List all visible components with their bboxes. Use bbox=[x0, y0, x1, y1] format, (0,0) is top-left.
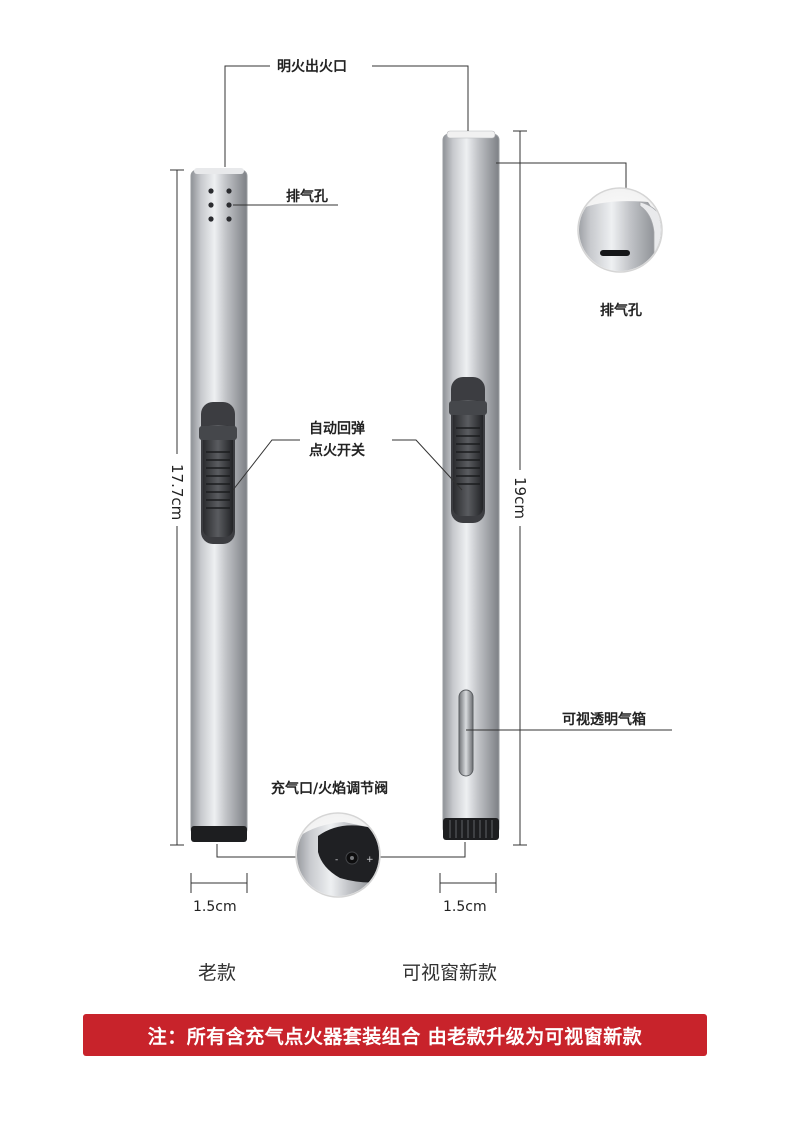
upgrade-note-banner: 注：所有含充气点火器套装组合 由老款升级为可视窗新款 bbox=[83, 1014, 707, 1056]
caption-old-model: 老款 bbox=[198, 962, 237, 984]
caption-new-model: 可视窗新款 bbox=[402, 962, 498, 984]
svg-text:+: + bbox=[366, 855, 374, 865]
label-flame-outlet: 明火出火口 bbox=[277, 59, 347, 75]
old-lighter bbox=[190, 168, 248, 842]
new-lighter bbox=[442, 130, 500, 840]
new-ignition-switch bbox=[449, 377, 487, 523]
gas-window bbox=[458, 689, 474, 777]
label-gas-tank: 可视透明气箱 bbox=[562, 712, 646, 728]
dimension-lines bbox=[170, 130, 527, 893]
svg-text:-: - bbox=[335, 855, 338, 865]
leader-lines bbox=[216, 65, 672, 858]
label-vent-hole-old: 排气孔 bbox=[286, 189, 328, 205]
dimension-old-length: 17.7cm bbox=[168, 464, 186, 521]
label-switch-line1: 自动回弹 bbox=[309, 421, 365, 437]
dimension-new-length: 19cm bbox=[511, 477, 529, 519]
label-refill-valve: 充气口/火焰调节阀 bbox=[271, 781, 389, 797]
vent-closeup bbox=[577, 187, 663, 273]
upgrade-note-text: 注：所有含充气点火器套装组合 由老款升级为可视窗新款 bbox=[147, 1025, 643, 1048]
old-ignition-switch bbox=[199, 402, 237, 544]
label-switch-line2: 点火开关 bbox=[309, 443, 365, 459]
label-vent-hole-new: 排气孔 bbox=[600, 303, 642, 319]
valve-closeup: - + bbox=[295, 812, 381, 898]
vent-dots bbox=[208, 188, 232, 222]
dimension-old-width: 1.5cm bbox=[193, 899, 237, 915]
dimension-new-width: 1.5cm bbox=[443, 899, 487, 915]
